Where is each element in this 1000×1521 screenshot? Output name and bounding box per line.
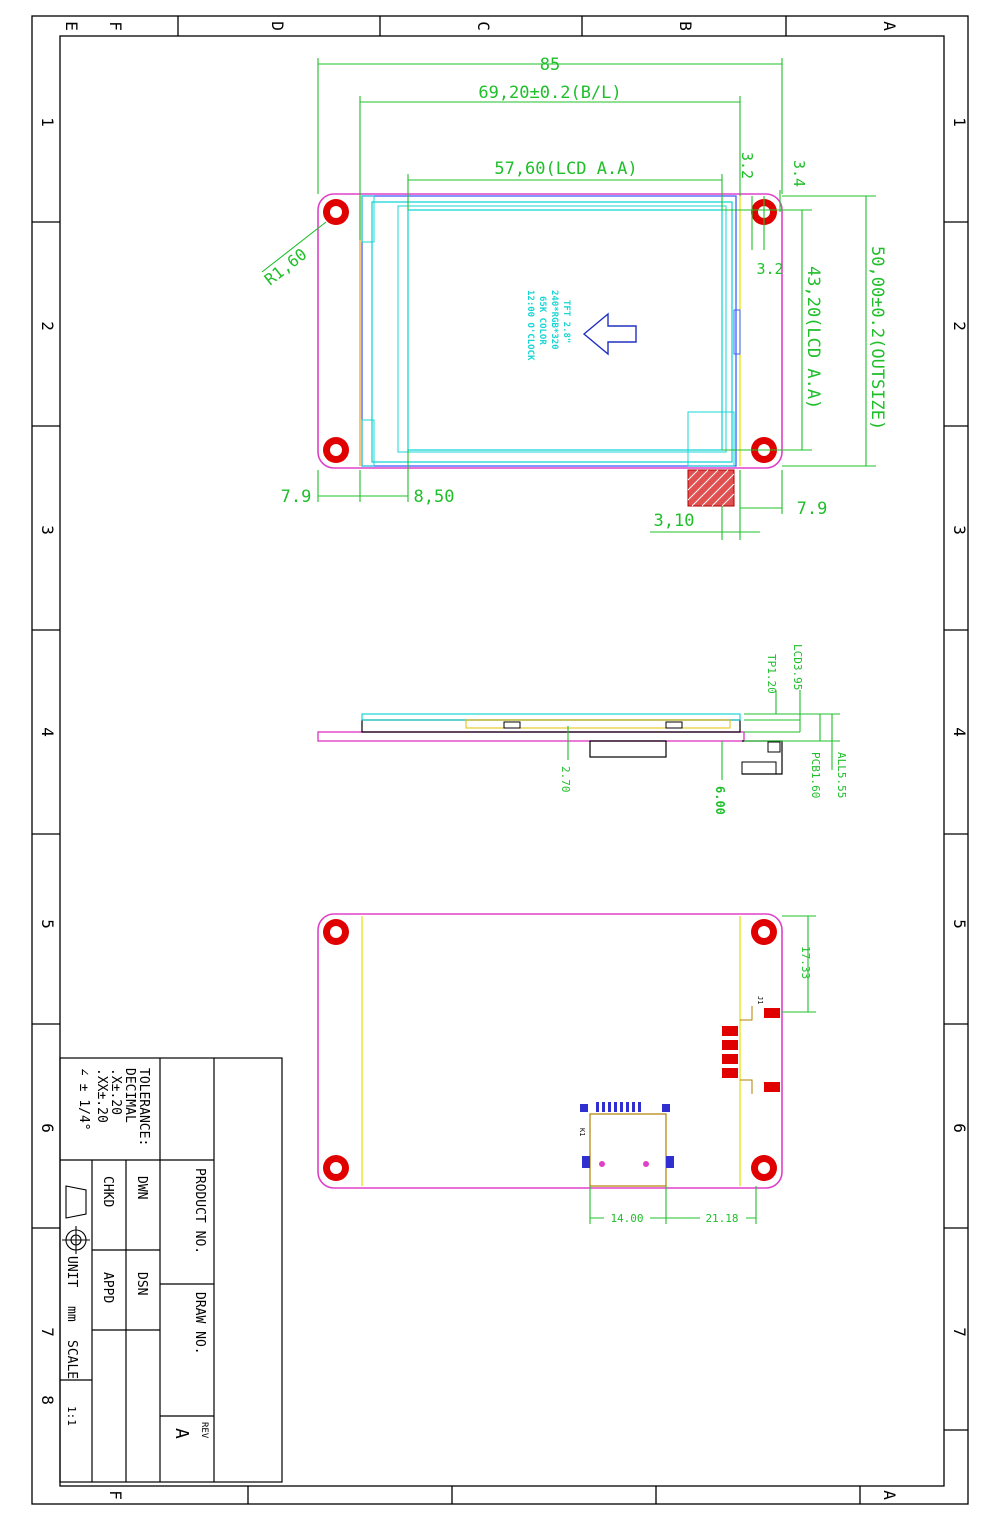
dim-fpc-offset: 3,10 <box>654 511 695 531</box>
tolerance-label: TOLERANCE: <box>136 1068 151 1146</box>
zone-number: 5 <box>38 919 57 929</box>
zone-number: 2 <box>950 321 969 331</box>
panel-text-line: 65K COLOR <box>537 296 547 345</box>
backlight-outline <box>361 195 737 467</box>
pcb-outline <box>317 193 783 469</box>
chkd-label: CHKD <box>100 1176 115 1207</box>
zone-letter: D <box>268 21 287 31</box>
sd-card-slot: K1 <box>578 1102 674 1187</box>
front-view: TFT 2.8" 240*RGB*320 65K COLOR 12:00 O'C… <box>261 55 887 540</box>
dwn-label: DWN <box>134 1176 149 1199</box>
dim-1400: 14.00 <box>610 1212 643 1225</box>
zone-number: 4 <box>38 727 57 737</box>
frame-letters: E F D C B A F A <box>62 21 899 1500</box>
dim-offset: 3.2 <box>756 260 783 278</box>
dim-270: 2.70 <box>559 766 572 793</box>
tolerance-angle: ∠ ± 1/4° <box>76 1068 91 1131</box>
zone-number: 4 <box>950 727 969 737</box>
mounting-hole <box>323 437 349 463</box>
zone-number: 5 <box>950 919 969 929</box>
zone-letter: C <box>474 21 493 31</box>
zone-number: 6 <box>950 1123 969 1133</box>
panel-text-line: TFT 2.8" <box>561 300 571 343</box>
appd-label: APPD <box>100 1272 115 1303</box>
side-tp <box>361 713 741 721</box>
mounting-hole <box>751 1155 777 1181</box>
drawing-frame <box>31 15 969 1505</box>
dim-overall-width: 85 <box>540 55 560 75</box>
tolerance-x: .X±.20 <box>108 1068 123 1115</box>
dim-active-height: 43,20(LCD A.A) <box>803 266 823 409</box>
mounting-hole <box>323 199 349 225</box>
zone-number: 1 <box>950 117 969 127</box>
orientation-arrow-icon <box>582 312 637 356</box>
dim-lcd-thickness: LCD3.95 <box>791 644 804 690</box>
active-area <box>407 209 723 451</box>
zone-letter: A <box>880 21 899 31</box>
zone-number: 7 <box>950 1327 969 1337</box>
dim-active-width: 57,60(LCD A.A) <box>494 159 637 179</box>
product-no-label: PRODUCT NO. <box>192 1168 207 1254</box>
panel-text-line: 12:00 O'CLOCK <box>525 290 535 361</box>
mounting-hole <box>323 919 349 945</box>
panel-text-line: 240*RGB*320 <box>549 290 559 350</box>
zone-letter: F <box>106 1490 125 1500</box>
side-lcd <box>361 719 741 733</box>
scale-value: 1:1 <box>65 1406 78 1426</box>
zone-letter: F <box>106 21 125 31</box>
dim-pcb-thickness: PCB1.60 <box>809 752 822 798</box>
dim-all-thickness: ALL5.55 <box>835 752 848 798</box>
projection-symbol-icon <box>62 1185 90 1254</box>
rev-value: A <box>171 1428 192 1439</box>
dsn-label: DSN <box>134 1272 149 1295</box>
dim-left-aa-offset: 8,50 <box>414 487 455 507</box>
dim-600: 6.00 <box>713 786 727 815</box>
zone-number: 6 <box>38 1123 57 1133</box>
zone-letter: A <box>880 1490 899 1500</box>
zone-letter: E <box>62 21 81 31</box>
dim-1733: 17.33 <box>799 946 812 979</box>
dim-outside-height: 50,00±0.2(OUTSIZE) <box>867 246 887 430</box>
mounting-hole <box>751 919 777 945</box>
panel-label: TFT 2.8" 240*RGB*320 65K COLOR 12:00 O'C… <box>525 290 571 361</box>
zone-number: 1 <box>38 117 57 127</box>
frame-numbers: 1 2 3 4 5 6 7 8 1 2 3 4 5 6 7 <box>38 117 969 1405</box>
dim-offset: 3.4 <box>790 160 808 187</box>
dim-right-margin: 7.9 <box>797 499 828 519</box>
sd-label: K1 <box>578 1128 586 1136</box>
unit-label: UNIT <box>64 1256 79 1287</box>
dim-backlight-width: 69,20±0.2(B/L) <box>478 83 621 103</box>
zone-number: 8 <box>38 1395 57 1405</box>
zone-letter: B <box>676 21 695 31</box>
tolerance-xx: .XX±.20 <box>94 1068 109 1123</box>
zone-number: 2 <box>38 321 57 331</box>
back-view: J1 K1 17.33 14.00 <box>317 913 816 1225</box>
mounting-hole <box>323 1155 349 1181</box>
tolerance-decimal: DECIMAL <box>122 1068 137 1123</box>
side-view: LCD3.95 TP1.20 ALL5.55 PCB1.60 2.70 6.00 <box>317 644 848 815</box>
zone-number: 3 <box>38 525 57 535</box>
dim-2118: 21.18 <box>705 1212 738 1225</box>
title-block: TOLERANCE: DECIMAL .X±.20 .XX±.20 ∠ ± 1/… <box>59 1057 283 1483</box>
rev-label: REV <box>199 1422 209 1439</box>
header-connector: J1 <box>722 996 780 1094</box>
dim-offset: 3.2 <box>738 152 756 179</box>
zone-number: 7 <box>38 1327 57 1337</box>
scale-label: SCALE <box>64 1340 79 1379</box>
dim-left-margin: 7.9 <box>281 487 312 507</box>
glass-outline <box>371 201 733 463</box>
zone-number: 3 <box>950 525 969 535</box>
side-pcb <box>317 731 745 742</box>
draw-no-label: DRAW NO. <box>192 1292 207 1355</box>
dim-tp-thickness: TP1.20 <box>765 654 778 694</box>
back-pcb-outline <box>317 913 783 1189</box>
unit-value: mm <box>64 1306 79 1322</box>
connector-label: J1 <box>756 996 764 1004</box>
fpc-tail <box>687 469 735 507</box>
